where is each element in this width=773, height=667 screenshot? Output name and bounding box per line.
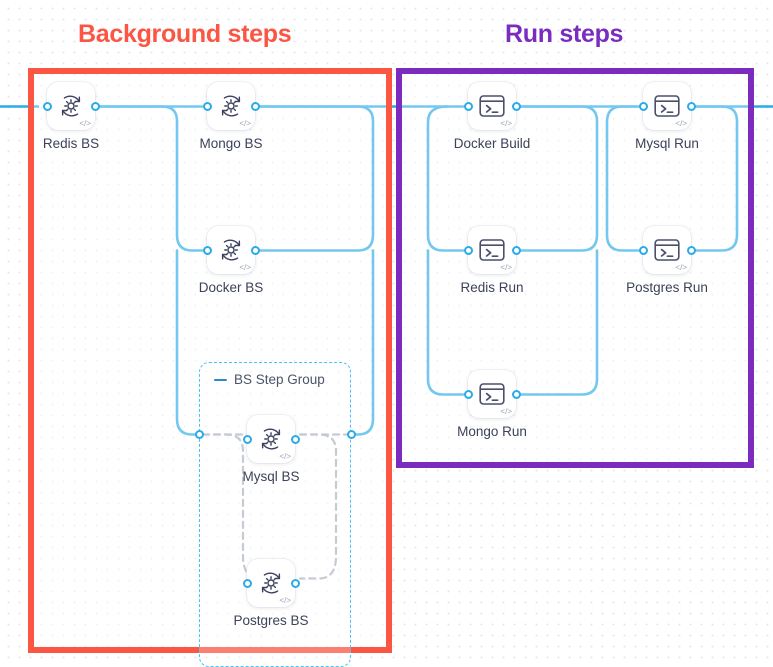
node-label-redis-bs: Redis BS (42, 136, 100, 151)
node-box-docker-bs[interactable]: </> (207, 226, 255, 274)
node-label-postgres-run: Postgres Run (626, 280, 708, 295)
node-input-port-mysql-run[interactable] (638, 101, 648, 111)
code-badge-icon: </> (279, 596, 291, 605)
node-output-port-mongo-bs[interactable] (250, 101, 260, 111)
terminal-icon (479, 239, 505, 261)
node-label-postgres-bs: Postgres BS (233, 613, 309, 628)
node-input-port-redis-bs[interactable] (42, 101, 52, 111)
node-input-port-postgres-bs[interactable] (242, 578, 252, 588)
node-mysql-run[interactable]: </> Mysql Run (635, 82, 699, 151)
node-box-docker-build[interactable]: </> (468, 82, 516, 130)
step-group-label[interactable]: BS Step Group (214, 372, 325, 387)
node-postgres-run[interactable]: </> Postgres Run (626, 226, 708, 295)
node-mongo-run[interactable]: </> Mongo Run (457, 370, 527, 439)
node-input-port-docker-build[interactable] (463, 101, 473, 111)
code-badge-icon: </> (675, 263, 687, 272)
node-label-mysql-bs: Mysql BS (242, 469, 300, 484)
node-input-port-mongo-run[interactable] (463, 389, 473, 399)
node-input-port-redis-run[interactable] (463, 245, 473, 255)
node-postgres-bs[interactable]: </> Postgres BS (233, 559, 309, 628)
node-label-mongo-run: Mongo Run (457, 424, 527, 439)
node-box-mongo-run[interactable]: </> (468, 370, 516, 418)
code-badge-icon: </> (279, 452, 291, 461)
group-frame-run-steps[interactable] (396, 68, 754, 468)
node-output-port-mysql-bs[interactable] (290, 434, 300, 444)
node-output-port-mongo-run[interactable] (511, 389, 521, 399)
node-label-mysql-run: Mysql Run (635, 136, 699, 151)
gear-sync-icon (221, 239, 241, 261)
node-mongo-bs[interactable]: </> Mongo BS (199, 82, 263, 151)
node-label-docker-bs: Docker BS (198, 280, 264, 295)
terminal-icon (479, 95, 505, 117)
gear-sync-icon (261, 572, 281, 594)
node-box-redis-bs[interactable]: </> (47, 82, 95, 130)
group-title-run-steps: Run steps (505, 20, 624, 48)
code-badge-icon: </> (239, 119, 251, 128)
node-mysql-bs[interactable]: </> Mysql BS (242, 415, 300, 484)
node-box-postgres-run[interactable]: </> (643, 226, 691, 274)
step-group-bs-step-group[interactable] (199, 362, 351, 667)
step-group-port-0[interactable] (194, 430, 204, 439)
node-redis-run[interactable]: </> Redis Run (460, 226, 524, 295)
node-input-port-mysql-bs[interactable] (242, 434, 252, 444)
node-box-postgres-bs[interactable]: </> (247, 559, 295, 607)
node-box-mysql-run[interactable]: </> (643, 82, 691, 130)
node-input-port-mongo-bs[interactable] (202, 101, 212, 111)
node-output-port-postgres-bs[interactable] (290, 578, 300, 588)
code-badge-icon: </> (675, 119, 687, 128)
node-docker-build[interactable]: </> Docker Build (454, 82, 530, 151)
node-label-redis-run: Redis Run (460, 280, 524, 295)
node-label-mongo-bs: Mongo BS (199, 136, 263, 151)
node-input-port-docker-bs[interactable] (202, 245, 212, 255)
step-group-port-1[interactable] (346, 430, 356, 439)
gear-sync-icon (61, 95, 81, 117)
terminal-icon (654, 239, 680, 261)
node-output-port-redis-bs[interactable] (90, 101, 100, 111)
code-badge-icon: </> (500, 263, 512, 272)
terminal-icon (479, 383, 505, 405)
node-output-port-docker-bs[interactable] (250, 245, 260, 255)
node-redis-bs[interactable]: </> Redis BS (42, 82, 100, 151)
gear-sync-icon (261, 428, 281, 450)
node-box-mongo-bs[interactable]: </> (207, 82, 255, 130)
minus-icon[interactable] (214, 378, 227, 381)
node-output-port-postgres-run[interactable] (686, 245, 696, 255)
node-docker-bs[interactable]: </> Docker BS (199, 226, 263, 295)
node-input-port-postgres-run[interactable] (638, 245, 648, 255)
group-title-background-steps: Background steps (78, 20, 292, 48)
gear-sync-icon (221, 95, 241, 117)
code-badge-icon: </> (239, 263, 251, 272)
step-group-label-text: BS Step Group (234, 372, 325, 387)
code-badge-icon: </> (500, 119, 512, 128)
terminal-icon (654, 95, 680, 117)
node-output-port-docker-build[interactable] (511, 101, 521, 111)
code-badge-icon: </> (79, 119, 91, 128)
group-frame-background-steps[interactable] (28, 68, 392, 653)
node-output-port-redis-run[interactable] (511, 245, 521, 255)
node-box-mysql-bs[interactable]: </> (247, 415, 295, 463)
node-box-redis-run[interactable]: </> (468, 226, 516, 274)
node-label-docker-build: Docker Build (453, 136, 531, 151)
node-output-port-mysql-run[interactable] (686, 101, 696, 111)
code-badge-icon: </> (500, 407, 512, 416)
